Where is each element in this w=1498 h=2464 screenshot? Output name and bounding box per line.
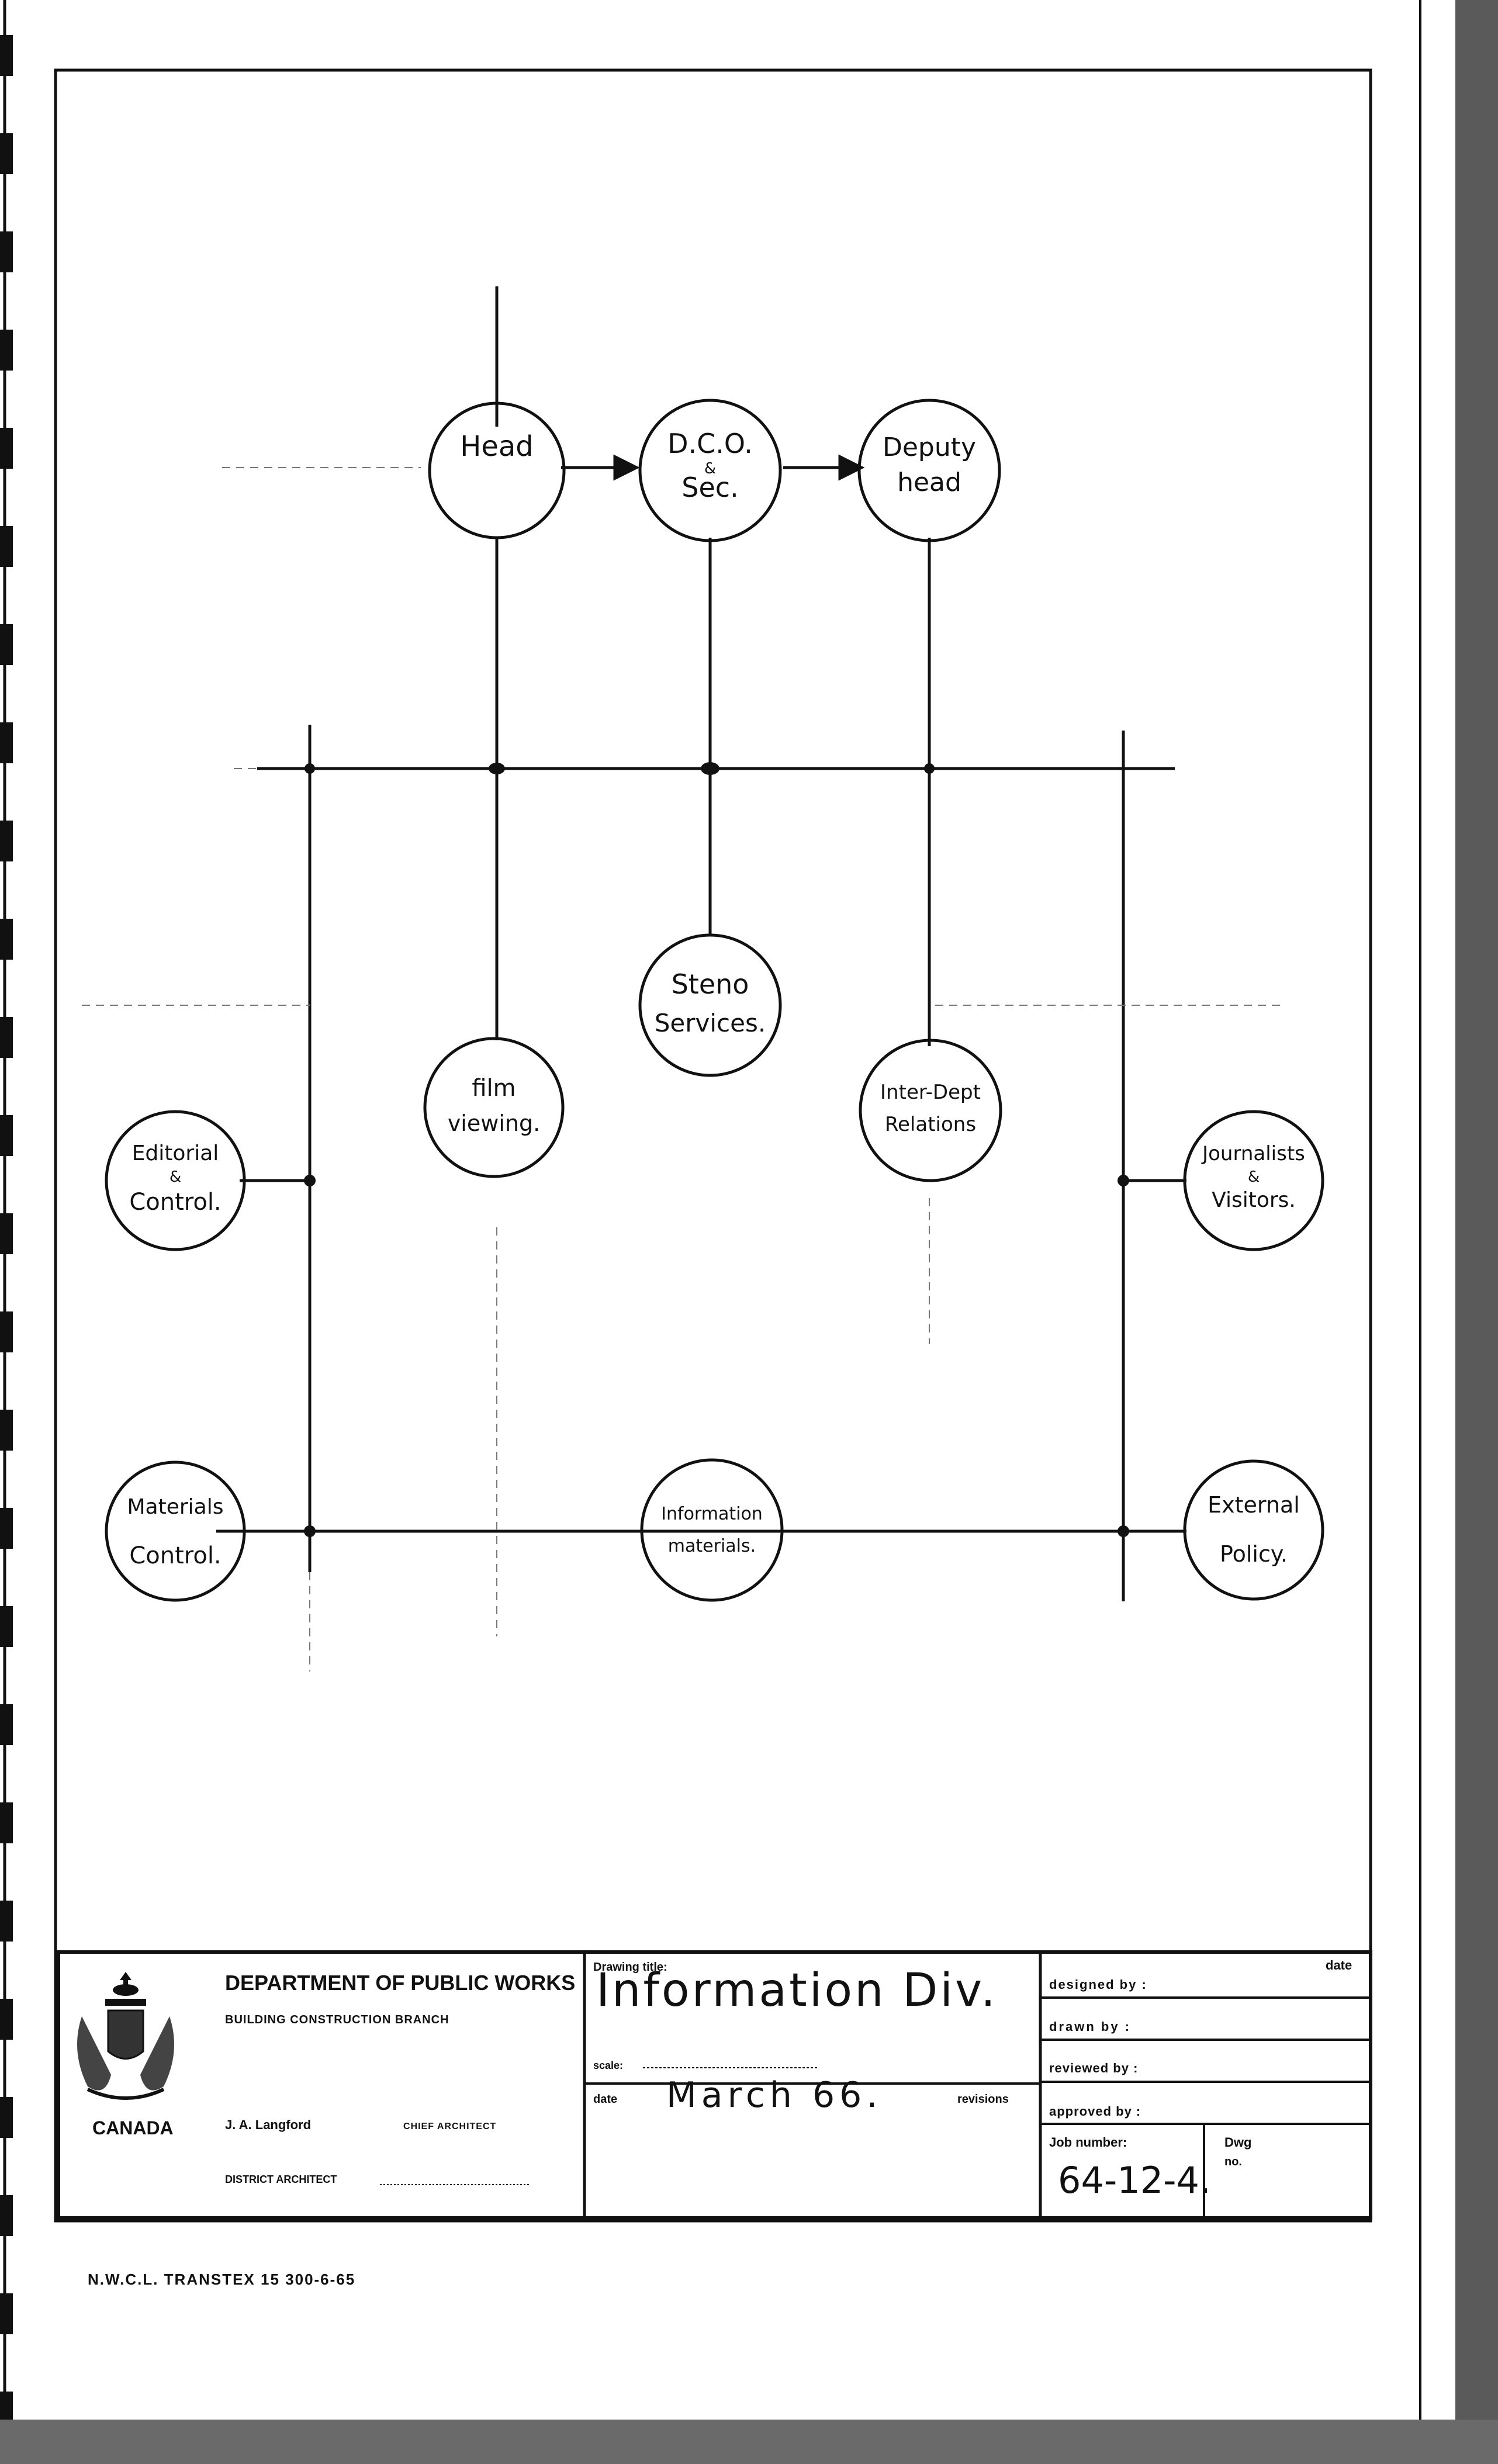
- node-label: D.C.O.: [667, 428, 753, 459]
- node-label: Editorial: [132, 1141, 219, 1165]
- binding-hole: [0, 1115, 13, 1156]
- construction-lines: [82, 467, 1286, 1671]
- node-film-viewing: film viewing.: [423, 1037, 565, 1178]
- department-label: DEPARTMENT OF PUBLIC WORKS: [225, 1971, 575, 1995]
- node-label: Control.: [129, 1189, 221, 1216]
- node-label: head: [897, 468, 961, 497]
- binding-hole: [0, 1213, 13, 1254]
- binding-hole: [0, 35, 13, 76]
- node-label: Information: [661, 1504, 763, 1524]
- binding-hole: [0, 231, 13, 272]
- no-label: no.: [1224, 2155, 1242, 2168]
- drawn-by-label: drawn by :: [1049, 2019, 1131, 2034]
- node-label: External: [1208, 1492, 1300, 1518]
- binding-hole: [0, 624, 13, 665]
- node-steno-services: Steno Services.: [638, 933, 782, 1077]
- job-number: 64-12-4.: [1058, 2159, 1211, 2202]
- node-information-materials: Information materials.: [640, 1458, 784, 1602]
- binding-hole: [0, 1901, 13, 1942]
- node-inter-dept-relations: Inter-Dept Relations: [859, 1039, 1002, 1182]
- node-dco-sec: D.C.O. & Sec.: [638, 399, 782, 542]
- binding-hole: [0, 722, 13, 763]
- sheet-edge-bottom: [0, 2420, 1498, 2464]
- node-editorial-control: Editorial & Control.: [105, 1110, 246, 1251]
- date-column-label: date: [1326, 1958, 1352, 1972]
- node-materials-control: Materials Control.: [105, 1461, 246, 1602]
- job-number-label: Job number:: [1049, 2135, 1127, 2150]
- node-label: film: [472, 1075, 516, 1102]
- binding-hole: [0, 526, 13, 567]
- node-label: Policy.: [1220, 1541, 1288, 1567]
- node-deputy-head: Deputy head: [857, 399, 1001, 542]
- binding-hole: [0, 428, 13, 469]
- node-journalists-visitors: Journalists & Visitors.: [1183, 1110, 1324, 1251]
- node-label: Services.: [655, 1009, 766, 1037]
- binding-hole: [0, 1802, 13, 1843]
- date-value: March 66.: [666, 2075, 882, 2116]
- date-label: date: [593, 2093, 617, 2106]
- binding-hole: [0, 919, 13, 960]
- sheet-edge-right: [1455, 0, 1498, 2464]
- scale-label: scale:: [593, 2060, 623, 2071]
- print-code: N.W.C.L. TRANSTEX 15 300-6-65: [88, 2271, 356, 2288]
- binding-hole: [0, 133, 13, 174]
- binding-hole: [0, 2195, 13, 2236]
- node-label: Steno: [672, 968, 749, 1000]
- binding-holes: [0, 0, 13, 2432]
- coat-of-arms-emblem: [77, 1972, 174, 2100]
- country-label: CANADA: [92, 2117, 174, 2138]
- drawing-border: [54, 68, 1372, 2223]
- node-label: Relations: [885, 1113, 976, 1136]
- revisions-label: revisions: [957, 2093, 1009, 2106]
- node-label: Control.: [129, 1542, 221, 1569]
- dwg-label: Dwg: [1224, 2135, 1251, 2150]
- drawing-title: Information Div.: [596, 1964, 998, 2017]
- binding-hole: [0, 2293, 13, 2334]
- node-label: Inter-Dept: [880, 1081, 981, 1104]
- title-block: [57, 1950, 1372, 2220]
- chief-architect-name: J. A. Langford: [225, 2117, 311, 2132]
- node-label: &: [1248, 1168, 1260, 1186]
- node-label: Sec.: [681, 472, 738, 503]
- binding-hole: [0, 2097, 13, 2138]
- node-label: Head: [460, 430, 534, 463]
- node-label: Journalists: [1201, 1142, 1305, 1165]
- approved-by-label: approved by :: [1049, 2104, 1141, 2119]
- junction-dots: [304, 762, 1129, 1537]
- binding-hole: [0, 1017, 13, 1058]
- node-label: Visitors.: [1212, 1188, 1296, 1212]
- designed-by-label: designed by :: [1049, 1977, 1147, 1992]
- node-label: Deputy: [883, 432, 976, 462]
- binding-hole: [0, 1508, 13, 1549]
- drawing-title-label: Drawing title:: [593, 1961, 667, 1974]
- node-head: Head: [428, 402, 566, 539]
- chief-architect-label: CHIEF ARCHITECT: [403, 2122, 496, 2131]
- binding-hole: [0, 1606, 13, 1647]
- binding-hole: [0, 1410, 13, 1451]
- district-architect-label: DISTRICT ARCHITECT: [225, 2174, 337, 2185]
- branch-label: BUILDING CONSTRUCTION BRANCH: [225, 2013, 449, 2026]
- node-external-policy: External Policy.: [1183, 1459, 1324, 1601]
- binding-hole: [0, 1999, 13, 2040]
- node-label: &: [169, 1168, 181, 1186]
- binding-hole: [0, 821, 13, 861]
- binding-hole: [0, 330, 13, 371]
- node-label: viewing.: [448, 1110, 540, 1136]
- node-label: Materials: [127, 1495, 223, 1519]
- node-label: materials.: [668, 1536, 756, 1556]
- binding-hole: [0, 1704, 13, 1745]
- binding-hole: [0, 1311, 13, 1352]
- reviewed-by-label: reviewed by :: [1049, 2061, 1138, 2075]
- node-label: &: [704, 460, 716, 477]
